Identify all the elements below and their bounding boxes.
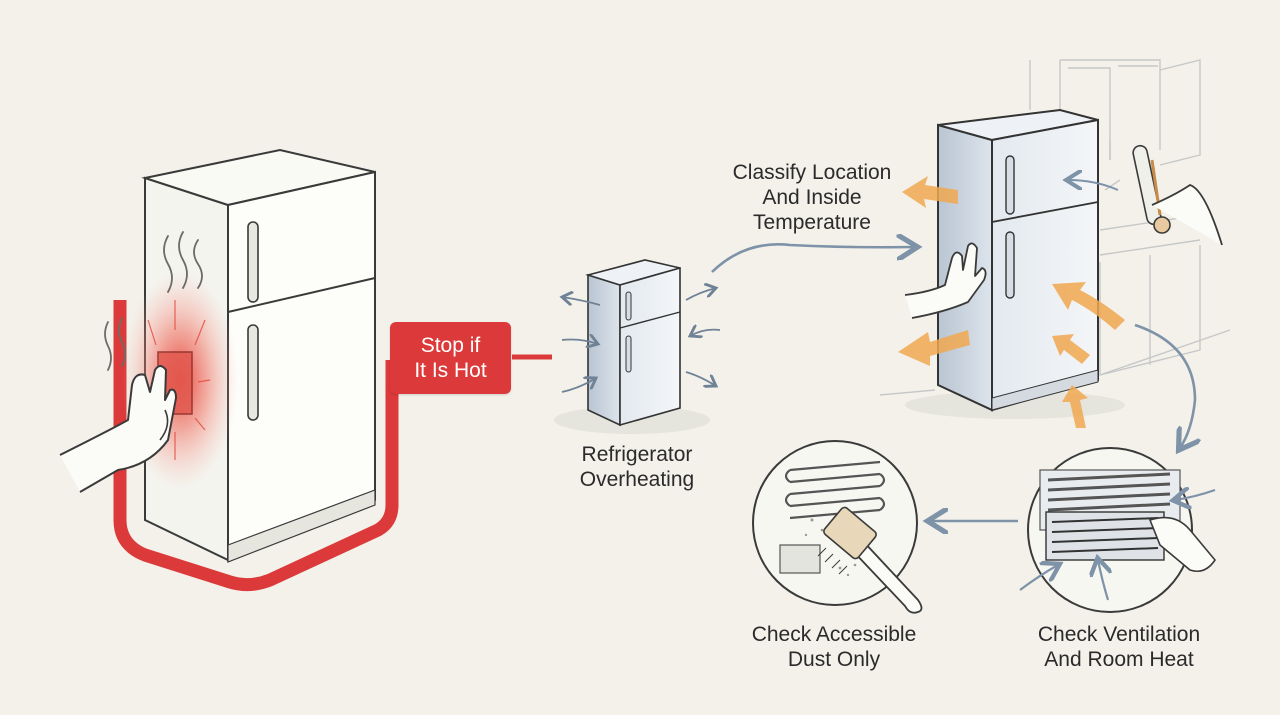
center-label: Refrigerator Overheating <box>579 443 695 491</box>
classify-label: Classify Location And Inside Temperature <box>732 161 892 234</box>
cool-arrow-in <box>1068 180 1119 191</box>
ventilation-label: Check Ventilation And Room Heat <box>1037 623 1201 671</box>
arrow-to-ventilation <box>1134 323 1195 448</box>
brush-icon <box>817 506 923 614</box>
heat-wave-icon <box>104 231 203 371</box>
hand-icon <box>59 365 177 493</box>
vent-grille-icon <box>1019 447 1216 613</box>
warm-airflow-arrows <box>898 176 1125 428</box>
stop-if-hot-badge: Stop if It Is Hot <box>390 322 511 394</box>
airflow-arrows-small <box>562 288 721 393</box>
classify-fridge-icon <box>905 108 1125 419</box>
hand-on-fridge <box>904 242 987 319</box>
kitchen-cabinets <box>879 59 1231 396</box>
thermometer-icon <box>1132 144 1223 246</box>
small-fridge-icon <box>554 259 710 434</box>
arrow-to-classify <box>711 244 915 273</box>
dust-label: Check Accessible Dust Only <box>751 623 917 671</box>
